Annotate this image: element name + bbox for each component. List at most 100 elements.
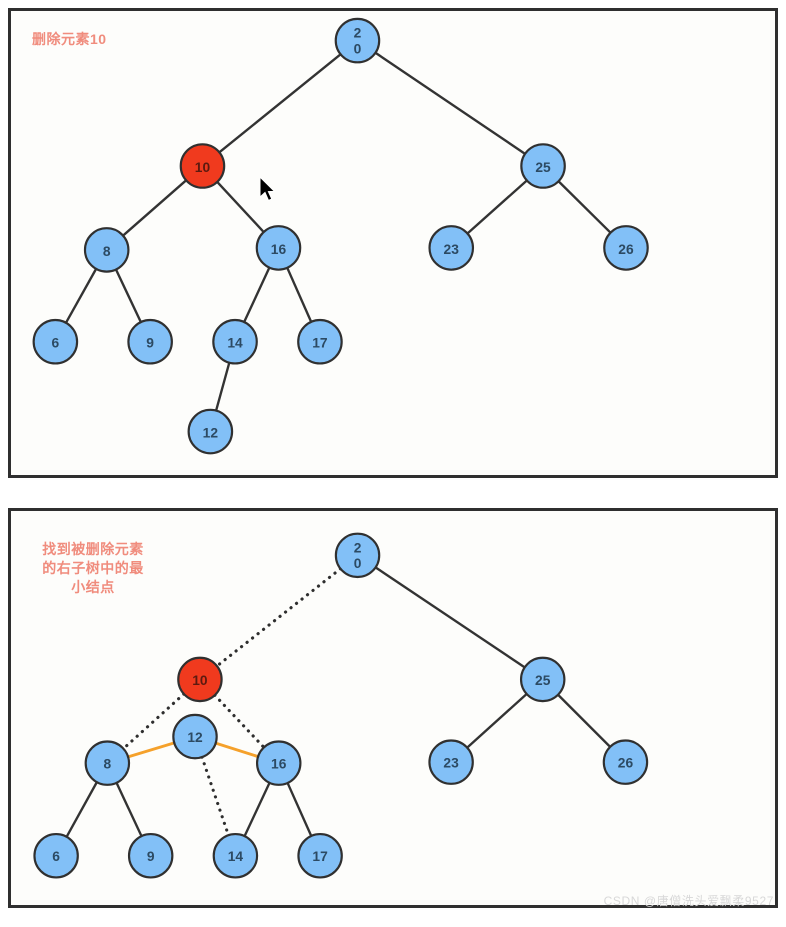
tree-node-14[interactable]: 14 bbox=[212, 832, 259, 879]
node-label: 12 bbox=[187, 730, 203, 745]
tree-node-9[interactable]: 9 bbox=[127, 832, 174, 879]
node-label: 16 bbox=[271, 757, 287, 772]
tree-node-23[interactable]: 23 bbox=[428, 225, 475, 271]
node-circle bbox=[428, 225, 475, 271]
tree-node-25[interactable]: 25 bbox=[520, 143, 566, 189]
tree-edge-25-23 bbox=[466, 179, 528, 235]
tree-edge-8-9 bbox=[115, 782, 143, 837]
node-circle bbox=[519, 656, 566, 703]
mouse-cursor-icon bbox=[260, 177, 276, 202]
node-label: 10 bbox=[192, 673, 208, 688]
node-label: 17 bbox=[312, 335, 328, 351]
node-label: 12 bbox=[203, 425, 219, 441]
tree-node-26[interactable]: 26 bbox=[603, 225, 649, 271]
tree-node-26[interactable]: 26 bbox=[602, 739, 649, 785]
node-label: 26 bbox=[618, 756, 634, 771]
tree-edge-10-16 bbox=[216, 181, 265, 233]
node-label: 6 bbox=[52, 849, 60, 864]
tree-edge-12-14 bbox=[200, 755, 231, 837]
tree-edge-12-8 bbox=[127, 741, 175, 759]
tree-node-10[interactable]: 10 bbox=[179, 143, 226, 189]
tree-node-16[interactable]: 16 bbox=[255, 740, 302, 786]
node-circle bbox=[297, 318, 343, 365]
node-circle bbox=[83, 227, 130, 273]
tree-node-9[interactable]: 9 bbox=[127, 318, 173, 365]
tree-edge-10-8 bbox=[122, 179, 187, 237]
node-label: 23 bbox=[443, 756, 459, 771]
tree-edge-16-14 bbox=[243, 267, 271, 323]
node-label: 8 bbox=[104, 757, 112, 772]
node-label: 9 bbox=[147, 849, 155, 864]
node-circle bbox=[187, 408, 234, 455]
node-circle bbox=[603, 225, 649, 271]
node-label: 25 bbox=[535, 673, 551, 688]
node-label: 25 bbox=[535, 159, 551, 175]
node-circle bbox=[334, 17, 381, 64]
node-circle bbox=[172, 713, 218, 760]
tree-edge-25-26 bbox=[557, 693, 611, 748]
node-label: 17 bbox=[312, 849, 328, 864]
tree-edge-20-10 bbox=[218, 53, 342, 154]
node-label: 9 bbox=[146, 335, 154, 351]
node-circle bbox=[84, 740, 131, 786]
tree-node-17[interactable]: 17 bbox=[297, 832, 343, 879]
node-circle bbox=[334, 532, 381, 579]
tree-node-14[interactable]: 14 bbox=[212, 318, 258, 365]
caption-step-1: 删除元素10 bbox=[32, 31, 107, 47]
tree-node-12[interactable]: 12 bbox=[187, 408, 234, 455]
tree-node-17[interactable]: 17 bbox=[297, 318, 343, 365]
edge-layer bbox=[64, 51, 612, 411]
node-circle bbox=[255, 225, 302, 271]
tree-node-8[interactable]: 8 bbox=[84, 740, 131, 786]
node-label: 16 bbox=[271, 241, 287, 257]
tree-node-8[interactable]: 8 bbox=[83, 227, 130, 273]
node-label: 26 bbox=[618, 241, 634, 257]
tree-node-6[interactable]: 6 bbox=[32, 318, 79, 365]
node-circle bbox=[297, 832, 343, 879]
tree-edge-25-26 bbox=[557, 180, 612, 234]
tree-edge-20-10 bbox=[215, 567, 343, 668]
tree-node-23[interactable]: 23 bbox=[428, 739, 474, 785]
tree-edge-10-16 bbox=[213, 693, 266, 749]
node-circle bbox=[33, 832, 79, 879]
node-circle bbox=[255, 740, 302, 786]
tree-edge-14-12 bbox=[214, 362, 231, 411]
tree-edge-16-17 bbox=[286, 782, 313, 837]
node-circle bbox=[177, 656, 223, 703]
tree-edge-25-23 bbox=[466, 693, 528, 749]
node-label: 6 bbox=[52, 335, 60, 351]
tree-edge-20-25 bbox=[374, 566, 526, 669]
tree-node-12[interactable]: 12 bbox=[172, 713, 218, 760]
tree-node-25[interactable]: 25 bbox=[519, 656, 566, 703]
tree-node-10[interactable]: 10 bbox=[177, 656, 223, 703]
tree-node-16[interactable]: 16 bbox=[255, 225, 302, 271]
node-circle bbox=[32, 318, 79, 365]
caption-step-2: 找到被删除元素 的右子树中的最 小结点 bbox=[42, 541, 144, 595]
edge-layer bbox=[65, 566, 611, 838]
node-circle bbox=[602, 739, 649, 785]
node-label: 10 bbox=[195, 159, 211, 175]
node-circle bbox=[212, 832, 259, 879]
tree-node-6[interactable]: 6 bbox=[33, 832, 79, 879]
node-circle bbox=[127, 832, 174, 879]
node-circle bbox=[520, 143, 566, 189]
tree-edge-16-17 bbox=[286, 267, 313, 323]
tree-edge-8-9 bbox=[114, 269, 142, 323]
tree-edge-12-16 bbox=[215, 741, 259, 759]
node-circle bbox=[179, 143, 226, 189]
tree-edge-20-25 bbox=[374, 51, 526, 155]
node-label: 23 bbox=[444, 241, 460, 257]
node-label: 8 bbox=[103, 243, 111, 259]
tree-edge-16-14 bbox=[243, 782, 271, 837]
tree-edge-8-6 bbox=[64, 268, 98, 324]
node-label: 14 bbox=[227, 335, 243, 351]
node-circle bbox=[127, 318, 173, 365]
